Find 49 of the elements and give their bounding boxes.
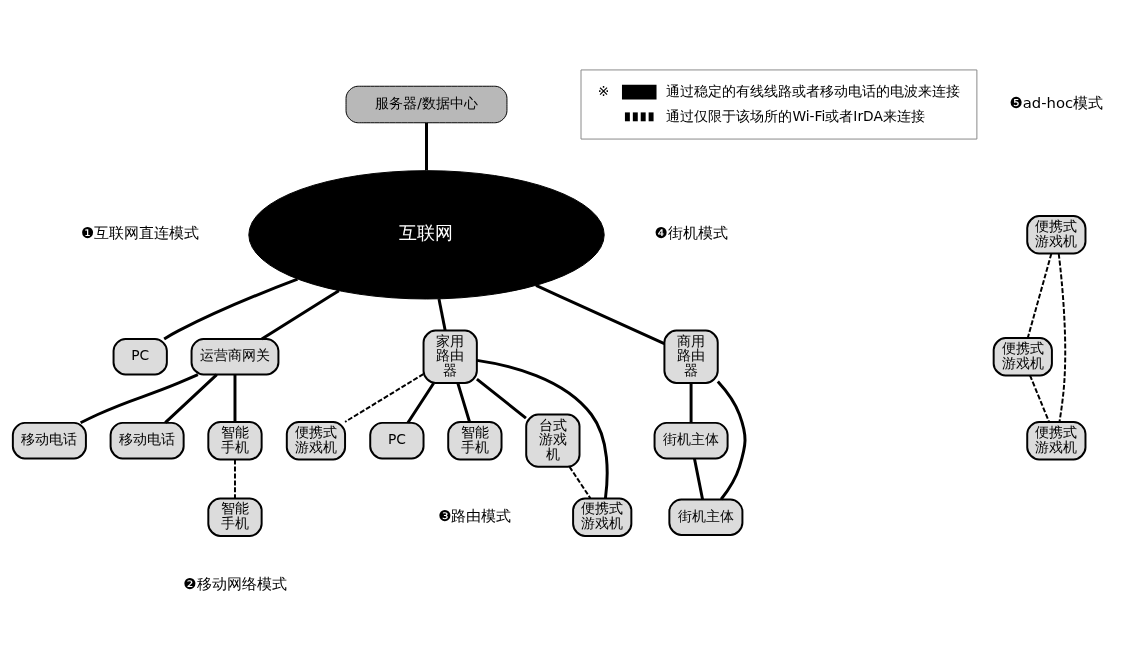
connector bbox=[568, 465, 592, 499]
connector bbox=[1029, 374, 1050, 423]
connector bbox=[1057, 252, 1067, 423]
node-box: 台式游戏机 bbox=[525, 413, 581, 468]
node-box: 便携式游戏机 bbox=[1026, 420, 1087, 460]
node-box: 便携式游戏机 bbox=[285, 420, 347, 460]
connector bbox=[535, 283, 665, 345]
connector bbox=[456, 382, 471, 422]
connector bbox=[476, 358, 609, 499]
connector bbox=[233, 374, 237, 422]
node-box: 便携式游戏机 bbox=[572, 496, 633, 537]
connector bbox=[1026, 252, 1053, 339]
node-box: 智能手机 bbox=[207, 496, 263, 537]
node-box: 移动电话 bbox=[109, 421, 185, 459]
connector bbox=[164, 373, 218, 424]
node-box: 家用路由器 bbox=[422, 329, 478, 384]
node-box: 商用路由器 bbox=[663, 329, 719, 384]
connector bbox=[425, 122, 428, 170]
node-box: 服务器/数据中心 bbox=[345, 85, 508, 123]
label: ❸路由模式 bbox=[438, 506, 512, 524]
connector bbox=[437, 298, 447, 331]
connector bbox=[344, 372, 425, 423]
label: ❺ad-hoc模式 bbox=[1009, 93, 1104, 111]
node-box: 便携式游戏机 bbox=[1026, 214, 1087, 255]
connector bbox=[79, 372, 199, 424]
node-box: 街机主体 bbox=[668, 497, 744, 536]
node-box: 街机主体 bbox=[653, 421, 729, 459]
connector bbox=[261, 288, 340, 340]
connector bbox=[689, 382, 693, 423]
label: ※ bbox=[597, 82, 610, 99]
node-box: PC bbox=[369, 421, 425, 459]
node-box: 智能手机 bbox=[207, 420, 263, 460]
connector bbox=[475, 377, 527, 419]
node-box: PC bbox=[112, 337, 168, 375]
label: ❹街机模式 bbox=[654, 223, 728, 241]
connector bbox=[163, 277, 299, 340]
node-ellipse: 互联网 bbox=[248, 169, 605, 299]
connector bbox=[234, 458, 236, 499]
node-box: 移动电话 bbox=[11, 421, 87, 459]
connector bbox=[406, 381, 435, 424]
label: ❶互联网直连模式 bbox=[81, 223, 200, 241]
node-box: 便携式游戏机 bbox=[992, 336, 1053, 376]
node-box: 智能手机 bbox=[447, 420, 503, 460]
legend-label: 通过稳定的有线线路或者移动电话的电波来连接 bbox=[666, 82, 961, 99]
label: ❷移动网络模式 bbox=[183, 574, 287, 592]
legend-label: 通过仅限于该场所的Wi-Fi或者IrDA来连接 bbox=[666, 106, 925, 123]
connector bbox=[716, 379, 747, 500]
connector bbox=[693, 457, 704, 500]
node-box: 运营商网关 bbox=[190, 337, 280, 375]
